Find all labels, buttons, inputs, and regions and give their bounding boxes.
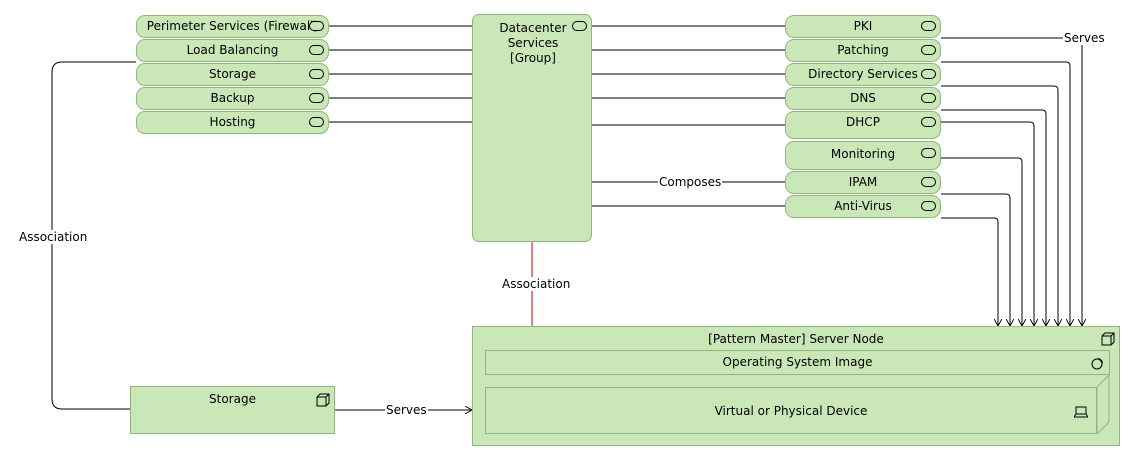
- service-perimeter-services[interactable]: Perimeter Services (Firewall): [136, 15, 329, 38]
- service-anti-virus[interactable]: Anti-Virus: [785, 195, 941, 218]
- serves-lines: [941, 37, 1082, 326]
- service-pill-icon: [921, 21, 936, 31]
- serves-label-bottom: Serves: [385, 403, 428, 417]
- datacenter-services-group[interactable]: Datacenter Services [Group]: [472, 14, 592, 242]
- association-label-mid: Association: [501, 277, 572, 291]
- service-label: Anti-Virus: [834, 199, 892, 213]
- service-pill-icon: [921, 201, 936, 211]
- device-laptop-icon: [1074, 406, 1088, 418]
- service-pill-icon: [572, 21, 587, 31]
- service-pill-icon: [309, 69, 324, 79]
- service-load-balancing[interactable]: Load Balancing: [136, 39, 329, 62]
- service-label: Load Balancing: [186, 43, 279, 57]
- storage-node[interactable]: Storage: [130, 386, 335, 434]
- service-hosting[interactable]: Hosting: [136, 111, 329, 134]
- service-pill-icon: [921, 93, 936, 103]
- service-monitoring[interactable]: Monitoring: [785, 141, 941, 170]
- service-label: Hosting: [209, 115, 256, 129]
- node-box-icon: [316, 393, 330, 407]
- service-pki[interactable]: PKI: [785, 15, 941, 38]
- service-pill-icon: [921, 177, 936, 187]
- service-label: Backup: [210, 91, 255, 105]
- service-pill-icon: [309, 93, 324, 103]
- os-image-label: Operating System Image: [722, 355, 873, 369]
- composes-label: Composes: [658, 175, 723, 189]
- service-directory-services[interactable]: Directory Services: [785, 63, 941, 86]
- association-label-left: Association: [18, 230, 89, 244]
- service-pill-icon: [921, 69, 936, 79]
- device-label: Virtual or Physical Device: [714, 404, 868, 418]
- service-label: PKI: [853, 19, 873, 33]
- node-box-icon: [1101, 332, 1115, 346]
- service-storage[interactable]: Storage: [136, 63, 329, 86]
- service-backup[interactable]: Backup: [136, 87, 329, 110]
- device-box[interactable]: Virtual or Physical Device: [485, 387, 1097, 434]
- right-compose-lines: [572, 21, 785, 211]
- service-pill-icon: [309, 117, 324, 127]
- service-label: Perimeter Services (Firewall): [146, 19, 319, 33]
- service-label: IPAM: [848, 175, 878, 189]
- service-dhcp[interactable]: DHCP: [785, 111, 941, 139]
- group-title: Datacenter Services [Group]: [499, 21, 567, 65]
- left-compose-lines: [328, 20, 492, 127]
- system-software-icon: [1091, 358, 1103, 370]
- storage-node-title: Storage: [209, 392, 256, 406]
- server-node-title: [Pattern Master] Server Node: [708, 332, 884, 346]
- service-pill-icon: [921, 117, 936, 127]
- service-pill-icon: [309, 45, 324, 55]
- service-ipam[interactable]: IPAM: [785, 171, 941, 194]
- service-pill-icon: [921, 148, 936, 158]
- device-depth-edge: [1097, 375, 1110, 435]
- os-image-box[interactable]: Operating System Image: [485, 350, 1110, 375]
- service-pill-icon: [309, 21, 324, 31]
- service-pill-icon: [921, 45, 936, 55]
- service-label: Storage: [209, 67, 256, 81]
- service-dns[interactable]: DNS: [785, 87, 941, 110]
- service-label: Directory Services: [808, 67, 918, 81]
- service-label: Monitoring: [830, 147, 896, 161]
- service-patching[interactable]: Patching: [785, 39, 941, 62]
- service-label: DHCP: [846, 115, 880, 129]
- server-node[interactable]: [Pattern Master] Server Node Operating S…: [472, 326, 1120, 446]
- service-label: Patching: [837, 43, 889, 57]
- serves-label-top: Serves: [1063, 31, 1106, 45]
- service-label: DNS: [850, 91, 876, 105]
